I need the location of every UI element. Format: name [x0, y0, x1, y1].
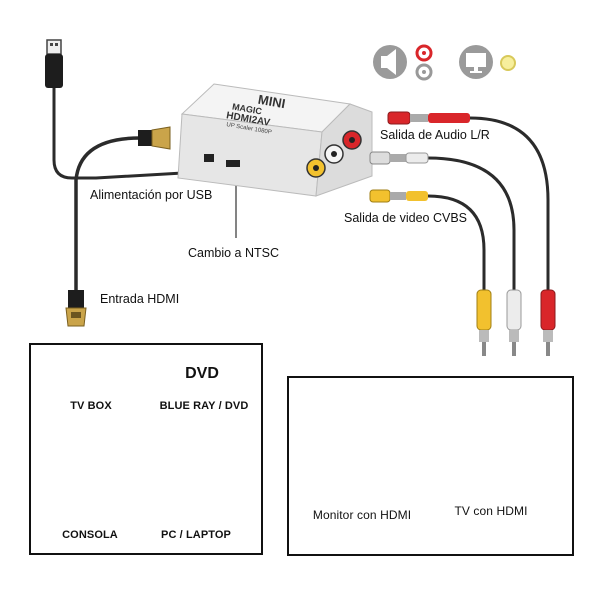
- adapter-device: [177, 83, 373, 197]
- red-cable: [469, 116, 550, 292]
- white-cable: [427, 156, 516, 292]
- label-console: CONSOLA: [62, 529, 118, 541]
- label-usb-power: Alimentación por USB: [90, 188, 213, 202]
- sources-box: [29, 343, 263, 555]
- rca-plug-yellow-bottom: [476, 289, 492, 356]
- video-jack-icon: [500, 55, 516, 71]
- dvd-icon-text: DVD: [185, 365, 219, 382]
- yellow-cable: [427, 194, 486, 292]
- rca-plug-yellow-top: [369, 189, 428, 203]
- hdmi-plug-bottom-icon: [65, 290, 87, 327]
- label-tv: TV con HDMI: [454, 504, 528, 518]
- label-tv-box: TV BOX: [70, 400, 112, 412]
- displays-box: [287, 376, 574, 556]
- rca-plug-white-top: [369, 151, 429, 165]
- rca-plug-red-top: [387, 111, 470, 125]
- monitor-small-icon: [459, 45, 493, 79]
- label-ntsc-switch: Cambio a NTSC: [188, 246, 279, 260]
- hdmi-plug-top-icon: [138, 126, 171, 150]
- label-bluray: BLUE RAY / DVD: [159, 400, 249, 412]
- rca-plug-red-bottom: [540, 289, 556, 356]
- hdmi-cable: [74, 136, 141, 290]
- usb-cable: [52, 88, 201, 180]
- label-pc: PC / LAPTOP: [161, 529, 231, 541]
- label-monitor: Monitor con HDMI: [312, 508, 412, 522]
- label-audio-out: Salida de Audio L/R: [380, 128, 490, 142]
- label-hdmi-in: Entrada HDMI: [100, 292, 180, 306]
- label-video-out: Salida de video CVBS: [344, 211, 467, 225]
- rca-plug-white-bottom: [506, 289, 522, 356]
- speaker-icon: [373, 45, 407, 79]
- usb-plug-icon: [45, 39, 63, 88]
- audio-jacks-icon: [415, 44, 433, 81]
